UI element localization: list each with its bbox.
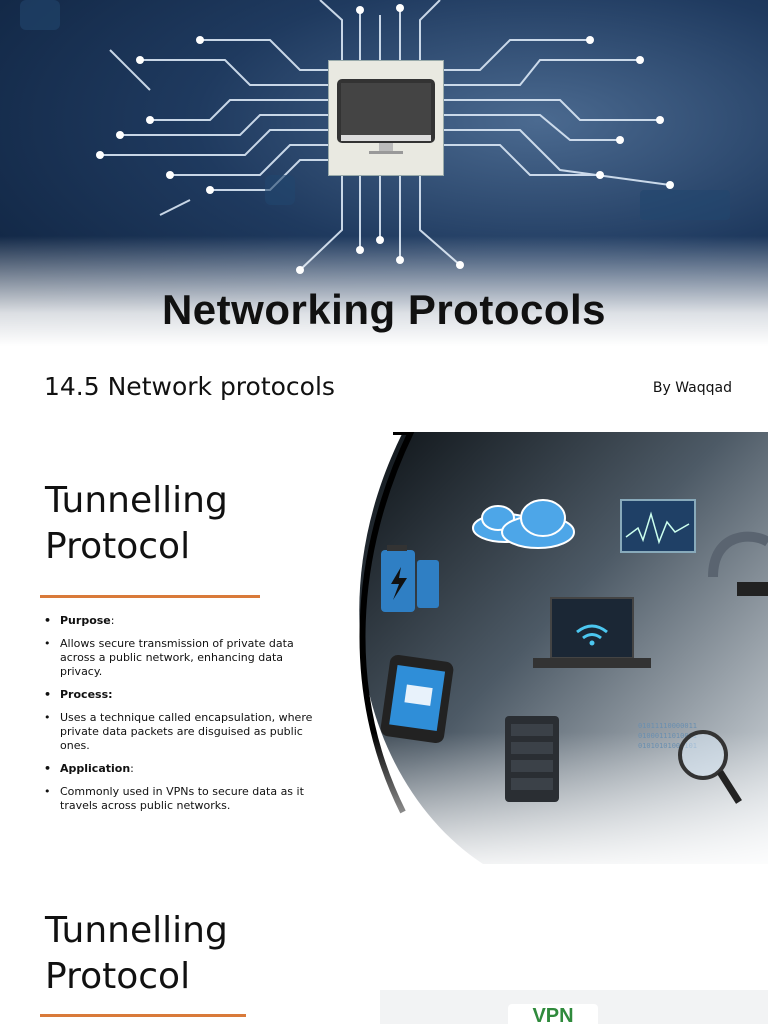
bullet-item: Purpose: xyxy=(44,614,314,628)
tablet-mail-icon xyxy=(380,654,454,744)
slide-heading-line2: Protocol xyxy=(45,526,191,567)
heading-underline xyxy=(40,595,260,598)
battery-icon xyxy=(381,545,439,612)
slide-heading: Tunnelling Protocol xyxy=(45,908,228,1000)
vpn-badge: VPN xyxy=(508,1004,598,1024)
monitor-chip xyxy=(328,60,444,176)
technology-photo: 01011110000011 01000111010011 0101010100… xyxy=(333,432,768,864)
heading-underline xyxy=(40,1014,246,1017)
hero-title: Networking Protocols xyxy=(161,286,607,333)
technology-illustration: 01011110000011 01000111010011 0101010100… xyxy=(333,432,768,864)
slide-heading-line1: Tunnelling xyxy=(45,480,228,521)
slide-heading-line2: Protocol xyxy=(45,956,191,997)
chart-monitor-icon xyxy=(620,499,696,553)
slide-title: 14.5 Network protocols xyxy=(44,372,335,401)
bullet-item: Process: xyxy=(44,688,314,702)
hero-fade xyxy=(0,236,768,346)
cloud-icon xyxy=(472,499,575,549)
router-icon xyxy=(708,531,768,596)
bullet-item: Allows secure transmission of private da… xyxy=(44,637,314,679)
bullet-item: Commonly used in VPNs to secure data as … xyxy=(44,785,314,813)
slide-heading-line1: Tunnelling xyxy=(45,910,228,951)
slide-author: By Waqqad xyxy=(652,380,732,396)
server-icon xyxy=(505,716,559,802)
bullet-list: Purpose: Allows secure transmission of p… xyxy=(44,614,314,822)
svg-text:01011110000011: 01011110000011 xyxy=(638,722,697,730)
magnifier-binary-icon: 01011110000011 01000111010011 0101010100… xyxy=(638,722,742,804)
bullet-item: Application: xyxy=(44,762,314,776)
svg-text:01000111010011: 01000111010011 xyxy=(638,732,697,740)
laptop-wifi-icon xyxy=(533,597,651,668)
slide-heading: Tunnelling Protocol xyxy=(45,478,228,570)
bullet-item: Uses a technique called encapsulation, w… xyxy=(44,711,314,753)
monitor-icon xyxy=(337,79,435,154)
svg-text:01010101001101: 01010101001101 xyxy=(638,742,697,750)
hero-banner: Networking Protocols xyxy=(0,0,768,346)
